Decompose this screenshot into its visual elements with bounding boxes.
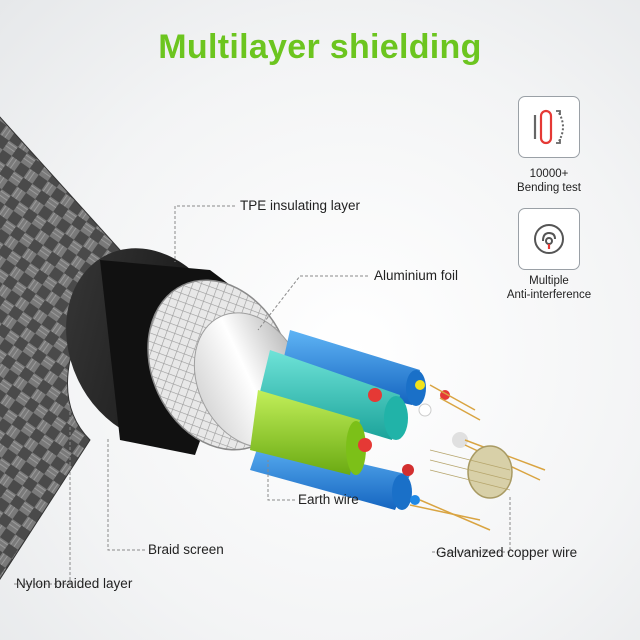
- anti-interference-icon: [534, 224, 564, 254]
- label-nylon-braided-layer: Nylon braided layer: [16, 576, 133, 591]
- label-aluminium-foil: Aluminium foil: [374, 268, 459, 283]
- anti-interference-caption: Multiple Anti-interference: [502, 274, 596, 302]
- label-earth-wire: Earth wire: [298, 492, 359, 507]
- label-tpe-insulating-layer: TPE insulating layer: [240, 198, 361, 213]
- bending-test-count: 10000+: [529, 168, 569, 180]
- label-braid-screen: Braid screen: [148, 542, 224, 557]
- bending-test-badge: [518, 96, 580, 158]
- page-title: Multilayer shielding: [158, 28, 482, 66]
- anti-interference-line1: Multiple: [529, 275, 569, 287]
- anti-interference-line2: Anti-interference: [506, 289, 592, 301]
- inner-cores: [250, 330, 546, 531]
- bending-test-caption: 10000+ Bending test: [516, 167, 582, 195]
- leader-lines: [14, 205, 511, 585]
- anti-interference-badge: [518, 208, 580, 270]
- bending-test-label: Bending test: [517, 182, 581, 194]
- bending-icon: [533, 109, 564, 145]
- label-galvanized-copper-wire: Galvanized copper wire: [436, 545, 578, 560]
